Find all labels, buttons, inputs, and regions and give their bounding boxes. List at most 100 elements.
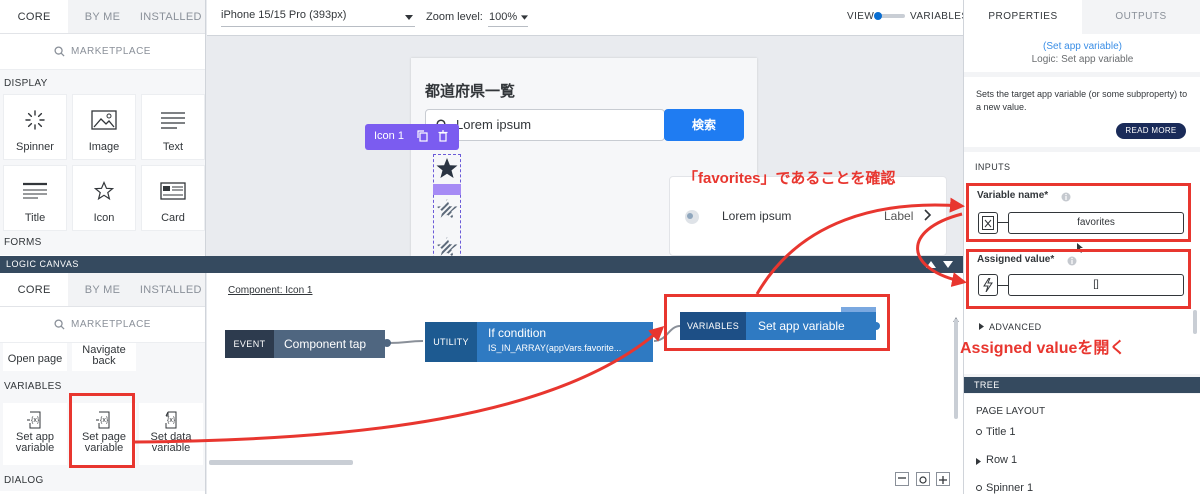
tree-section: PAGE LAYOUT Title 1 Row 1 Spinner 1 (964, 394, 1200, 494)
component-link[interactable]: Component: Icon 1 (228, 285, 313, 296)
collapse-up-icon[interactable] (926, 261, 936, 268)
marketplace-search[interactable]: MARKETPLACE (0, 307, 205, 343)
tab-core[interactable]: CORE (0, 273, 69, 306)
tile-title[interactable]: Title (3, 165, 67, 231)
tree-node-dot (976, 429, 982, 435)
tab-by-me[interactable]: BY ME (68, 0, 137, 33)
tab-properties[interactable]: PROPERTIES (964, 0, 1082, 34)
binding-type-button[interactable] (978, 212, 998, 234)
tab-installed[interactable]: INSTALLED (136, 0, 205, 33)
tile-open-page[interactable]: Open page (3, 343, 67, 371)
advanced-toggle[interactable]: ADVANCED (989, 322, 1042, 332)
tab-outputs[interactable]: OUTPUTS (1115, 11, 1167, 22)
tile-label: Spinner (16, 141, 54, 153)
icon-toolbar: Icon 1 (365, 124, 459, 150)
description-text: Sets the target app variable (or some su… (976, 89, 1188, 112)
tile-label: Open page (7, 353, 63, 365)
node-subtitle: Logic: Set app variable (1031, 54, 1134, 65)
search-button[interactable]: 検索 (664, 109, 744, 141)
panel-scrollbar[interactable] (1193, 310, 1197, 334)
zoom-out-button[interactable] (895, 472, 909, 486)
chevron-right-icon (924, 209, 932, 221)
tile-card[interactable]: Card (141, 165, 205, 231)
variable-name-field[interactable]: favorites (1008, 212, 1184, 234)
component-palette: CORE BY ME INSTALLED MARKETPLACE DISPLAY… (0, 0, 206, 256)
node-output-port[interactable] (872, 322, 880, 330)
caret-right-icon[interactable] (979, 323, 984, 330)
tile-spinner[interactable]: Spinner (3, 94, 67, 160)
highlight-assigned-value (966, 249, 1191, 309)
tile-set-data-variable[interactable]: {x} Set data variable (139, 403, 203, 465)
view-variables-toggle[interactable] (875, 14, 905, 18)
tree-item-spinner[interactable]: Spinner 1 (986, 482, 1034, 494)
palette-tabs: CORE BY ME INSTALLED (0, 0, 205, 34)
variables-tag: VARIABLES (680, 312, 746, 340)
inputs-label: INPUTS (975, 162, 1011, 172)
binding-type-button[interactable] (978, 274, 998, 296)
tile-icon[interactable]: Icon (72, 165, 136, 231)
event-node[interactable]: EVENT Component tap (225, 330, 385, 358)
binding-connector (998, 222, 1008, 223)
view-label[interactable]: VIEW (847, 11, 875, 22)
vertical-scrollbar[interactable] (954, 319, 958, 419)
star-filled-icon[interactable] (435, 157, 459, 181)
formula-lightning-icon (983, 277, 993, 293)
trash-icon[interactable] (438, 130, 448, 142)
assigned-value-label: Assigned value* (977, 254, 1055, 265)
logic-canvas-bar[interactable]: LOGIC CANVAS (0, 256, 963, 273)
card-icon (160, 182, 186, 200)
horizontal-scrollbar[interactable] (209, 460, 353, 465)
zoom-select[interactable]: 100% (488, 9, 528, 27)
device-select[interactable]: iPhone 15/15 Pro (393px) (221, 9, 415, 27)
tree-item-row[interactable]: Row 1 (986, 454, 1018, 466)
event-output-port[interactable] (383, 339, 391, 347)
tile-label: Navigate back (82, 344, 126, 367)
zoom-reset-button[interactable] (916, 472, 930, 486)
tile-image[interactable]: Image (72, 94, 136, 160)
tile-label: Text (162, 141, 184, 153)
tree-item-title[interactable]: Title 1 (986, 426, 1016, 438)
event-label: Component tap (274, 330, 385, 358)
zoom-value: 100% (489, 11, 518, 23)
tab-by-me[interactable]: BY ME (68, 273, 137, 306)
tile-label: Set data variable (150, 431, 192, 454)
caret-right-icon[interactable] (976, 458, 981, 465)
zoom-label: Zoom level: (426, 11, 483, 23)
assigned-value-field[interactable]: [] (1008, 274, 1184, 296)
annotation-open-assigned-value: Assigned valueを開く (960, 340, 1126, 357)
utility-tag: UTILITY (425, 322, 477, 362)
set-app-variable-node[interactable]: VARIABLES Set app variable (680, 312, 876, 340)
tile-set-app-variable[interactable]: {x} Set app variable (3, 403, 67, 465)
list-item[interactable]: Lorem ipsum Label (669, 176, 947, 256)
image-icon (91, 110, 117, 130)
node-link-title[interactable]: (Set app variable) (1043, 41, 1122, 52)
marketplace-search[interactable]: MARKETPLACE (0, 34, 205, 70)
cursor-icon (1077, 243, 1083, 253)
search-input[interactable]: Lorem ipsum (425, 109, 665, 141)
info-icon[interactable] (1067, 256, 1077, 266)
read-more-button[interactable]: READ MORE (1116, 123, 1186, 139)
title-icon (23, 182, 47, 199)
section-dialog: DIALOG (0, 469, 205, 491)
toggle-knob[interactable] (874, 12, 882, 20)
tile-navigate-back[interactable]: Navigate back (72, 343, 136, 371)
selection-handle[interactable] (433, 184, 461, 195)
utility-node[interactable]: UTILITY If condition IS_IN_ARRAY(appVars… (425, 322, 653, 362)
search-icon (54, 46, 65, 57)
icon-selection[interactable] (433, 154, 461, 264)
tile-set-page-variable[interactable]: {x} Set page variable (72, 403, 136, 465)
ui-canvas: 都道府県一覧 Lorem ipsum 検索 Lorem ipsum Label … (207, 37, 963, 273)
page-heading[interactable]: 都道府県一覧 (425, 83, 516, 100)
tab-installed[interactable]: INSTALLED (136, 273, 205, 306)
tile-text[interactable]: Text (141, 94, 205, 160)
collapse-down-icon[interactable] (943, 261, 953, 268)
list-item-title: Lorem ipsum (722, 209, 792, 223)
inputs-section: INPUTS Variable name* favorites Assigned… (964, 152, 1200, 374)
spinner-icon (25, 110, 45, 130)
variables-label[interactable]: VARIABLES (910, 11, 969, 22)
tab-core[interactable]: CORE (0, 0, 69, 33)
info-icon[interactable] (1061, 192, 1071, 202)
highlight-variable-name (966, 183, 1191, 242)
copy-icon[interactable] (417, 130, 428, 142)
zoom-in-button[interactable] (936, 472, 950, 486)
